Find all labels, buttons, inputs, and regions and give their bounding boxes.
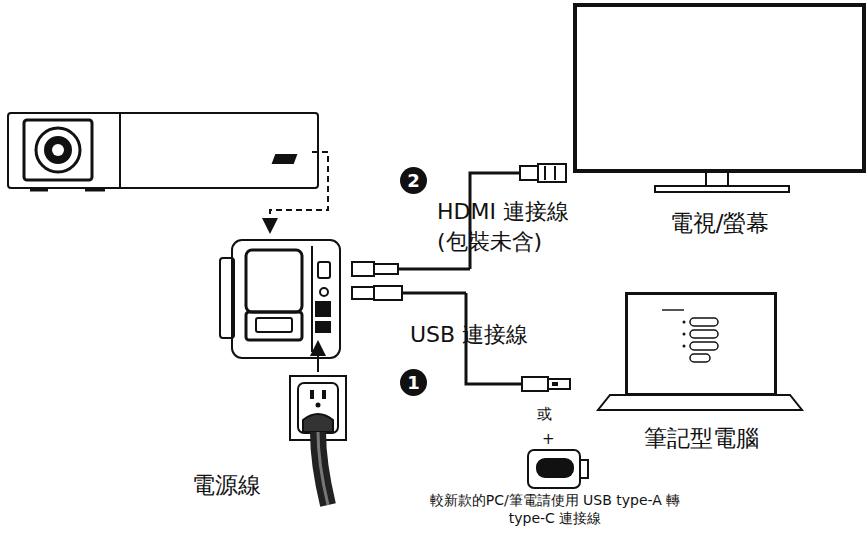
plus-sign: + [542, 430, 555, 448]
adapter-note: 較新款的PC/筆電請使用 USB type-A 轉 type-C 連接線 [420, 492, 690, 527]
base-unit [220, 240, 340, 358]
device-label: 電視/螢幕 [670, 208, 770, 239]
or-note: 或 [537, 405, 552, 424]
callout-number: 2 [400, 167, 427, 194]
dock-arrow [270, 152, 328, 230]
tv-stand [655, 172, 789, 192]
usb-c-adapter [528, 450, 588, 488]
tv-monitor: 電視/螢幕 [573, 3, 866, 173]
device-label: 筆記型電腦 [644, 423, 759, 454]
power-outlet [290, 376, 346, 505]
cable-label: HDMI 連接線 (包裝未含) [437, 197, 612, 257]
projector [8, 113, 318, 190]
power-arrow [317, 344, 319, 372]
power-cord-label: 電源線 [192, 470, 261, 501]
cable-label: USB 連接線 [410, 320, 528, 350]
callout-number: 1 [400, 369, 427, 396]
laptop-screen: 筆記型電腦 [625, 292, 777, 396]
usb-cable [352, 286, 570, 391]
